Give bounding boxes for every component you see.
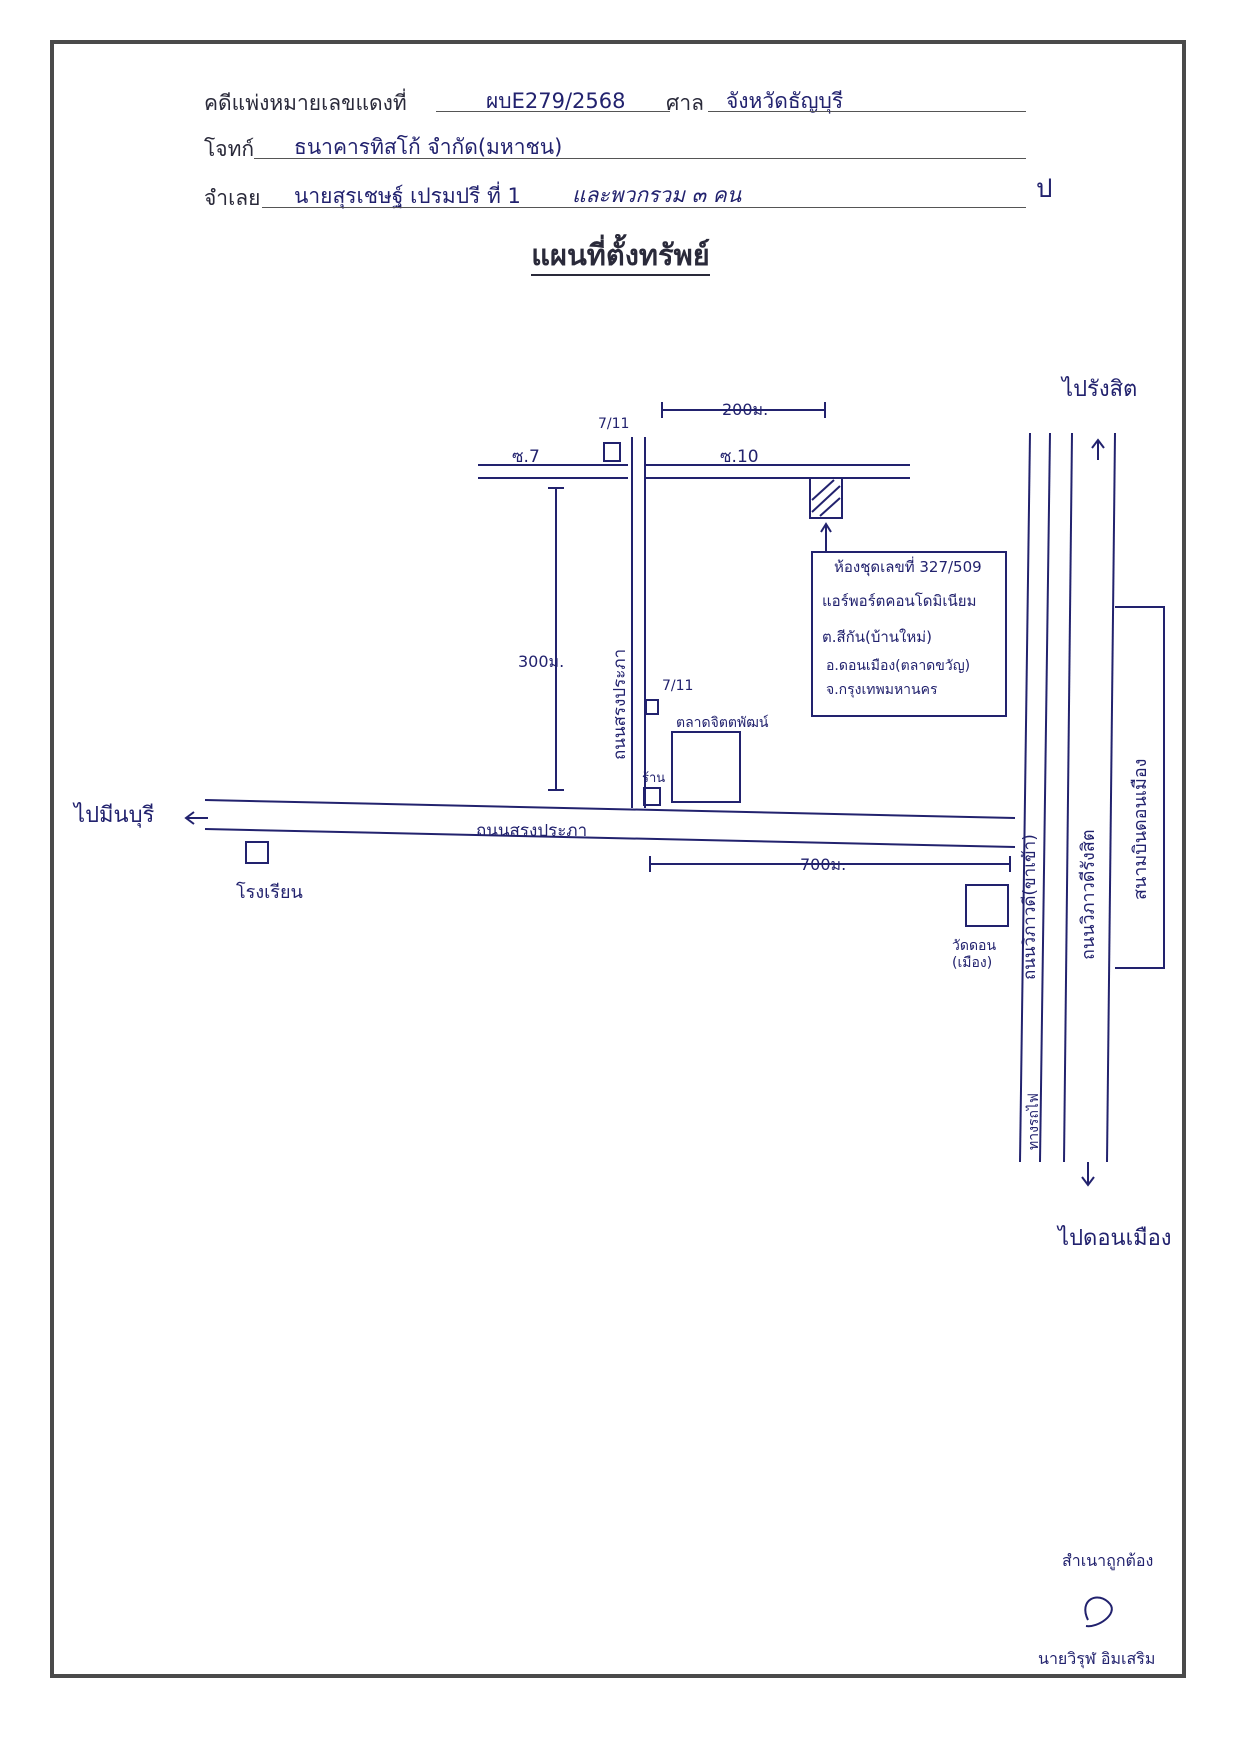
label-seven-eleven-mid: 7/11 bbox=[662, 678, 693, 694]
vibhavadi-edge-left bbox=[1063, 432, 1073, 1163]
certify-text: สำเนาถูกต้อง bbox=[1062, 1551, 1153, 1571]
south-arrow-head bbox=[1081, 1176, 1095, 1187]
market-box bbox=[671, 731, 741, 803]
page-title: แผนที่ตั้งทรัพย์ bbox=[0, 232, 1241, 278]
defendant-underline bbox=[262, 207, 1026, 208]
page-title-text: แผนที่ตั้งทรัพย์ bbox=[531, 238, 710, 276]
main-road-edge-top bbox=[204, 799, 1016, 819]
case-number-label: คดีแพ่งหมายเลขแดงที่ bbox=[204, 91, 407, 115]
label-seven-eleven-top: 7/11 bbox=[598, 416, 629, 432]
west-arrow-head bbox=[184, 811, 195, 825]
label-inner-road: ถนนสรงประภา bbox=[610, 649, 630, 760]
defendant-label: จำเลย bbox=[204, 186, 261, 210]
label-railway: ทางรถไฟ bbox=[1025, 1093, 1042, 1150]
label-to-rangsit: ไปรังสิต bbox=[1060, 376, 1137, 402]
property-hatch-1 bbox=[811, 479, 835, 501]
defendant-value: นายสุรเชษฐ์ เปรมปรี ที่ 1 bbox=[294, 184, 521, 208]
north-arrow-head bbox=[1091, 438, 1105, 449]
property-description-box bbox=[811, 551, 1007, 717]
vibhavadi-local-edge-left bbox=[1019, 432, 1031, 1163]
signature-scribble bbox=[1084, 1596, 1113, 1628]
vibhavadi-local-edge-right bbox=[1039, 432, 1051, 1163]
label-dist-300: 300ม. bbox=[518, 652, 564, 671]
label-dist-700: 700ม. bbox=[800, 855, 846, 874]
initial-mark: ป bbox=[1036, 174, 1053, 204]
property-marker bbox=[809, 477, 843, 519]
label-vibhavadi: ถนนวิภาวดีรังสิต bbox=[1078, 829, 1099, 960]
property-line2: แอร์พอร์ตคอนโดมิเนียม bbox=[822, 592, 976, 610]
label-main-road: ถนนสรงประภา bbox=[476, 821, 587, 841]
seven-eleven-top-box bbox=[603, 442, 621, 462]
temple-box bbox=[965, 884, 1009, 927]
defendant-note: และพวกรวม ๓ คน bbox=[572, 183, 742, 207]
property-pointer-head bbox=[820, 522, 832, 533]
label-school: โรงเรียน bbox=[236, 881, 303, 903]
label-airport: สนามบินดอนเมือง bbox=[1130, 759, 1151, 900]
label-market: ตลาดจิตตพัฒน์ bbox=[676, 714, 769, 731]
signer-name: นายวิรุฬ อิมเสริม bbox=[1038, 1649, 1155, 1669]
court-label: ศาล bbox=[666, 91, 704, 115]
school-box bbox=[245, 841, 269, 864]
property-line5: จ.กรุงเทพมหานคร bbox=[826, 682, 938, 698]
seven-eleven-mid-box bbox=[645, 699, 659, 715]
label-to-don-mueang: ไปดอนเมือง bbox=[1056, 1225, 1172, 1251]
case-number-value: ผบE279/2568 bbox=[486, 89, 626, 113]
shop-box bbox=[643, 787, 661, 806]
property-line1: ห้องชุดเลขที่ 327/509 bbox=[834, 556, 982, 577]
main-road-edge-bottom bbox=[204, 828, 1016, 848]
court-value: จังหวัดธัญบุรี bbox=[726, 89, 844, 113]
case-number-underline bbox=[436, 111, 670, 112]
plaintiff-underline bbox=[254, 158, 1026, 159]
label-temple: วัดดอน(เมือง) bbox=[952, 938, 996, 971]
label-soi10: ซ.10 bbox=[720, 447, 759, 467]
court-underline bbox=[708, 111, 1026, 112]
label-vibhavadi-local: ถนนวิภาวดี(ขาเข้า) bbox=[1020, 834, 1040, 980]
airport-boundary bbox=[1115, 606, 1165, 969]
property-hatch-3 bbox=[819, 497, 841, 517]
label-soi7: ซ.7 bbox=[512, 447, 540, 467]
plaintiff-value: ธนาคารทิสโก้ จำกัด(มหาชน) bbox=[294, 135, 563, 159]
property-line4: อ.ดอนเมือง(ตลาดขวัญ) bbox=[826, 658, 970, 674]
plaintiff-label: โจทก์ bbox=[204, 137, 255, 161]
label-dist-200: 200ม. bbox=[722, 400, 768, 419]
label-shop: ร้าน bbox=[642, 771, 665, 786]
property-hatch-2 bbox=[811, 485, 841, 513]
label-to-min-buri: ไปมีนบุรี bbox=[72, 802, 155, 828]
document-frame bbox=[50, 40, 1186, 1678]
vibhavadi-edge-right bbox=[1106, 432, 1116, 1163]
property-line3: ต.สีกัน(บ้านใหม่) bbox=[822, 628, 932, 646]
